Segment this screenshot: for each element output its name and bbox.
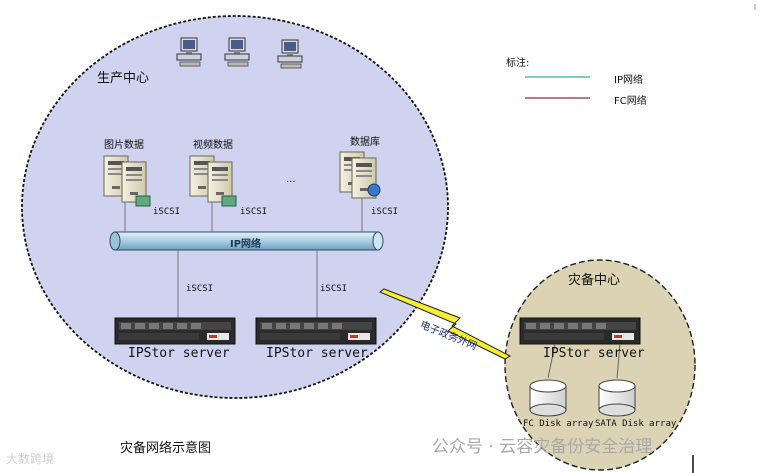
database-server-icon: [339, 151, 381, 199]
ipstor-server-label: IPStor server: [543, 346, 645, 361]
server-tower-icon: [103, 155, 151, 207]
ipstor-server-label: IPStor server: [266, 346, 368, 361]
iscsi-label: iSCSI: [240, 207, 268, 217]
iscsi-label: iSCSI: [186, 284, 214, 294]
ipstor-server-icon: [519, 317, 641, 345]
ipstor-server-icon: [114, 317, 236, 345]
ipstor-server-icon: [255, 317, 377, 345]
ip-network-label: IP网络: [230, 239, 262, 250]
iscsi-label: iSCSI: [153, 207, 181, 217]
legend-fc-label: FC网络: [614, 96, 647, 107]
iscsi-label: iSCSI: [320, 284, 348, 294]
server-label: 视频数据: [193, 140, 233, 151]
disk-label: SATA Disk array: [595, 419, 677, 429]
dr-center-title: 灾备中心: [568, 273, 621, 288]
fc-disk-icon: [529, 379, 567, 417]
production-center-title: 生产中心: [97, 71, 150, 86]
dr-center-zone: [504, 259, 696, 471]
watermark-right: 公众号 · 云容灾备份安全治理: [432, 437, 653, 457]
production-center-zone: [21, 15, 449, 399]
ip-network-bus: [109, 231, 384, 251]
disk-label: FC Disk array: [523, 419, 594, 429]
iscsi-label: iSCSI: [371, 207, 399, 217]
sata-disk-icon: [598, 379, 636, 417]
server-label: 数据库: [350, 137, 380, 148]
wan-link-bolt: [379, 288, 512, 360]
server-tower-icon: [189, 155, 237, 207]
watermark-left: 大数跨境: [6, 452, 55, 466]
legend-title: 标注:: [506, 58, 530, 69]
ipstor-server-label: IPStor server: [128, 346, 230, 361]
server-label: 图片数据: [104, 140, 144, 151]
legend-ip-label: IP网络: [614, 75, 643, 86]
ellipsis: ...: [286, 174, 296, 185]
diagram-caption: 灾备网络示意图: [120, 441, 212, 456]
